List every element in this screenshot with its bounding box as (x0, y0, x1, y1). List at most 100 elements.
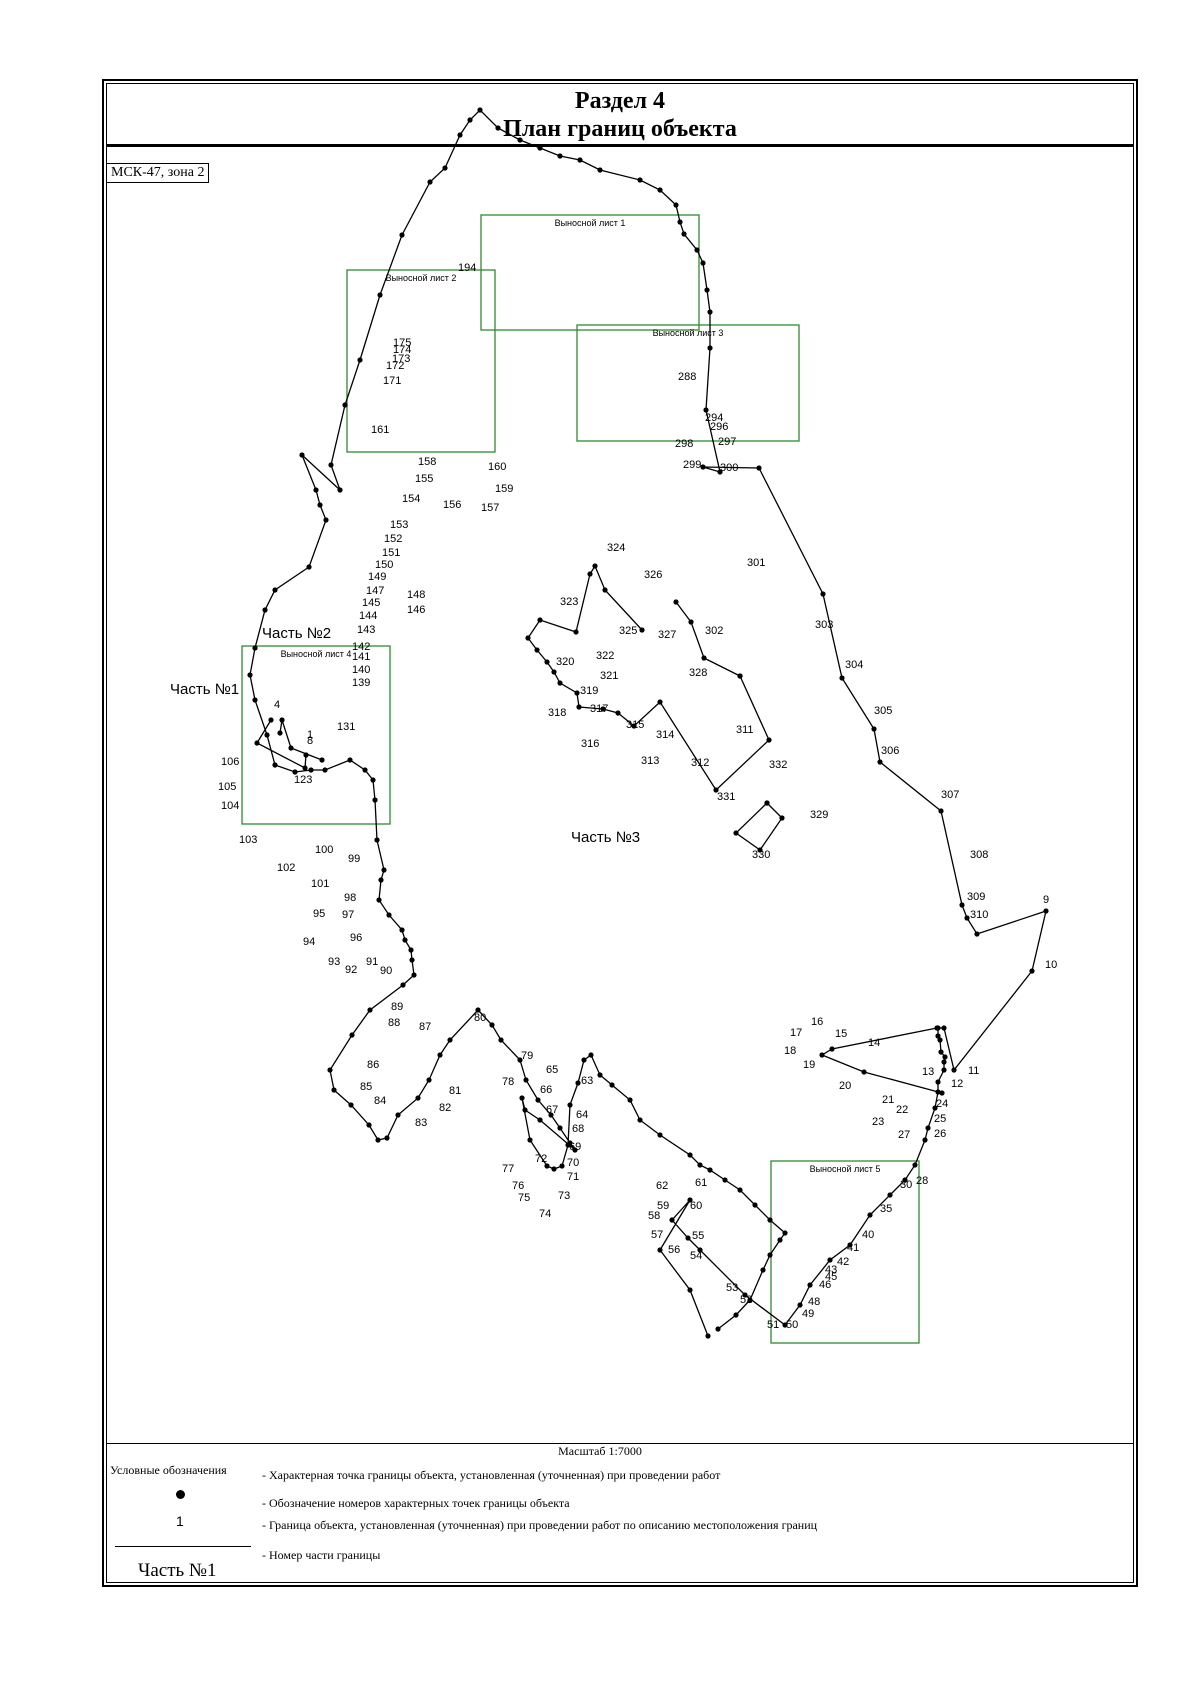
point-number-label: 99 (348, 853, 360, 865)
point-number-label: 24 (936, 1098, 948, 1110)
boundary-point (685, 1235, 691, 1241)
boundary-point (522, 1107, 528, 1113)
boundary-point (408, 947, 414, 953)
point-number-label: 302 (705, 625, 723, 637)
point-number-label: 103 (239, 834, 257, 846)
boundary-point (475, 1007, 481, 1013)
boundary-point (707, 345, 713, 351)
boundary-point (537, 1117, 543, 1123)
point-number-label: 60 (690, 1200, 702, 1212)
boundary-point (477, 107, 483, 113)
boundary-point (303, 752, 309, 758)
boundary-point (627, 1097, 633, 1103)
legend-item-boundary: - Граница объекта, установленная (уточне… (262, 1518, 818, 1532)
point-number-label: 74 (539, 1208, 551, 1220)
point-number-label: 89 (391, 1001, 403, 1013)
point-number-label: 48 (808, 1296, 820, 1308)
boundary-point (760, 1267, 766, 1273)
boundary-point (747, 1297, 753, 1303)
point-number-label: 13 (922, 1066, 934, 1078)
point-number-label: 299 (683, 459, 701, 471)
point-number-label: 86 (367, 1059, 379, 1071)
point-number-label: 296 (710, 421, 728, 433)
boundary-point (700, 464, 706, 470)
point-number-label: 27 (898, 1129, 910, 1141)
point-number-label: 46 (819, 1279, 831, 1291)
boundary-point (764, 800, 770, 806)
point-number-label: 158 (418, 456, 436, 468)
point-number-label: 152 (384, 533, 402, 545)
boundary-point (713, 787, 719, 793)
boundary-point (935, 1033, 941, 1039)
point-number-label: 298 (675, 438, 693, 450)
boundary-point (331, 1087, 337, 1093)
legend-part-symbol: Часть №1 (138, 1560, 217, 1581)
boundary-point (375, 1137, 381, 1143)
boundary-point (756, 465, 762, 471)
point-number-label: 50 (786, 1319, 798, 1331)
boundary-point (938, 1049, 944, 1055)
boundary-point (887, 1192, 893, 1198)
inset-frame (770, 1160, 920, 1344)
point-number-label: 149 (368, 571, 386, 583)
plan-title: План границ объекта (503, 116, 737, 142)
boundary-point (537, 145, 543, 151)
boundary-point (827, 1257, 833, 1263)
boundary-point (687, 1152, 693, 1158)
point-number-label: 146 (407, 604, 425, 616)
boundary-point (376, 897, 382, 903)
inset-frame-label: Выносной лист 4 (281, 649, 352, 659)
inset-frame (480, 214, 700, 331)
point-number-label: 325 (619, 625, 637, 637)
point-number-label: 94 (303, 936, 315, 948)
boundary-point (912, 1162, 918, 1168)
boundary-point (705, 1333, 711, 1339)
point-number-label: 318 (548, 707, 566, 719)
boundary-point (938, 808, 944, 814)
boundary-point (411, 972, 417, 978)
boundary-point (861, 1069, 867, 1075)
legend-divider (106, 1443, 1134, 1444)
boundary-point (313, 487, 319, 493)
point-number-label: 297 (718, 436, 736, 448)
boundary-point (544, 1163, 550, 1169)
boundary-point (557, 680, 563, 686)
point-number-label: 310 (970, 909, 988, 921)
point-number-label: 25 (934, 1113, 946, 1125)
point-number-label: 308 (970, 849, 988, 861)
point-number-label: 88 (388, 1017, 400, 1029)
boundary-point (673, 202, 679, 208)
outer-frame (102, 79, 1138, 1587)
point-number-label: 1 (307, 729, 313, 741)
point-number-label: 14 (868, 1037, 880, 1049)
boundary-point (544, 659, 550, 665)
boundary-point (657, 1132, 663, 1138)
boundary-segment (256, 719, 307, 770)
boundary-point (575, 1080, 581, 1086)
point-number-label: 40 (862, 1229, 874, 1241)
point-number-label: 160 (488, 461, 506, 473)
boundary-point (942, 1054, 948, 1060)
point-number-label: 155 (415, 473, 433, 485)
boundary-point (319, 757, 325, 763)
boundary-point (737, 1187, 743, 1193)
boundary-point (657, 187, 663, 193)
point-number-label: 147 (366, 585, 384, 597)
boundary-point (489, 1022, 495, 1028)
boundary-point (495, 125, 501, 131)
point-number-label: 145 (362, 597, 380, 609)
boundary-point (700, 260, 706, 266)
point-number-label: 142 (352, 641, 370, 653)
inset-frame (346, 269, 496, 453)
point-number-label: 75 (518, 1192, 530, 1204)
point-number-label: 313 (641, 755, 659, 767)
point-number-label: 319 (580, 685, 598, 697)
point-number-label: 91 (366, 956, 378, 968)
boundary-point (722, 1177, 728, 1183)
boundary-point (697, 1162, 703, 1168)
point-number-label: 151 (382, 547, 400, 559)
inset-frame (576, 324, 800, 442)
boundary-point (327, 1067, 333, 1073)
boundary-point (592, 563, 598, 569)
